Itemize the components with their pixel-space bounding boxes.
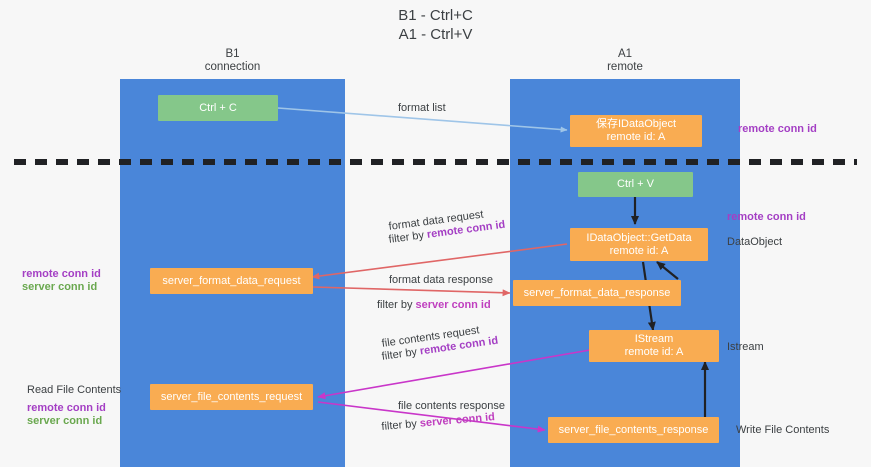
node-idataobject-getdata[interactable]: IDataObject::GetData remote id: A <box>570 228 708 261</box>
annotation-left-remote-conn-id: remote conn id <box>22 268 101 280</box>
annotation-remote-conn-id-top: remote conn id <box>738 123 817 135</box>
title-line-1: B1 - Ctrl+C <box>398 7 473 24</box>
node-server-file-contents-request[interactable]: server_file_contents_request <box>150 384 313 410</box>
annotation-left-server-conn-id-2: server conn id <box>27 415 103 427</box>
lane-header-a1-subtitle: remote <box>607 61 643 73</box>
node-istream-line1: IStream <box>634 333 674 345</box>
node-idataobject-getdata-line1: IDataObject::GetData <box>586 231 692 244</box>
label-format-data-response-filter-prefix: filter by <box>377 299 416 311</box>
annotation-left-server-conn-id: server conn id <box>22 281 98 293</box>
lane-header-b1-title: B1 <box>225 48 240 60</box>
label-format-data-response-filter: filter by server conn id <box>377 299 491 312</box>
node-istream[interactable]: IStream remote id: A <box>589 330 719 362</box>
label-file-contents-response-filter: filter by server conn id <box>381 411 495 434</box>
node-server-file-contents-response[interactable]: server_file_contents_response <box>548 417 719 443</box>
label-file-contents-response-filter-key: server conn id <box>419 411 496 430</box>
label-format-list: format list <box>398 102 446 114</box>
node-save-idataobject-line1: 保存IDataObject <box>595 118 677 130</box>
node-ctrl-v[interactable]: Ctrl + V <box>578 172 693 197</box>
lane-header-b1: B1 connection <box>120 48 345 74</box>
lane-header-a1-title: A1 <box>617 48 633 60</box>
label-file-contents-response-filter-prefix: filter by <box>381 417 421 433</box>
page-title: B1 - Ctrl+C A1 - Ctrl+V <box>0 6 871 44</box>
annotation-read-file-contents: Read File Contents <box>27 384 122 396</box>
node-idataobject-getdata-line2: remote id: A <box>609 244 669 257</box>
annotation-istream: Istream <box>727 341 764 353</box>
node-server-format-data-request-line1: server_format_data_request <box>162 274 301 287</box>
node-ctrl-v-line1: Ctrl + V <box>617 178 654 190</box>
label-format-data-response: format data response <box>389 274 493 286</box>
lane-header-a1: A1 remote <box>510 48 740 74</box>
node-server-file-contents-response-line1: server_file_contents_response <box>558 423 709 436</box>
annotation-remote-conn-id-mid: remote conn id <box>727 211 806 223</box>
lane-header-b1-subtitle: connection <box>204 61 261 73</box>
node-server-file-contents-request-line1: server_file_contents_request <box>160 390 303 403</box>
node-server-format-data-response-line1: server_format_data_response <box>523 286 671 299</box>
node-save-idataobject-line2: remote id: A <box>606 131 666 143</box>
node-server-format-data-request[interactable]: server_format_data_request <box>150 268 313 294</box>
node-server-format-data-response[interactable]: server_format_data_response <box>513 280 681 306</box>
annotation-left-remote-conn-id-2: remote conn id <box>27 402 106 414</box>
node-save-idataobject[interactable]: 保存IDataObject remote id: A <box>570 115 702 147</box>
node-istream-line2: remote id: A <box>624 346 684 358</box>
node-ctrl-c-line1: Ctrl + C <box>199 101 237 114</box>
annotation-dataobject: DataObject <box>727 236 783 248</box>
label-format-data-response-filter-key: server conn id <box>415 299 491 311</box>
label-file-contents-response: file contents response <box>398 400 506 412</box>
title-line-2: A1 - Ctrl+V <box>398 26 473 43</box>
annotation-write-file-contents: Write File Contents <box>736 424 830 436</box>
node-ctrl-c[interactable]: Ctrl + C <box>158 95 278 121</box>
